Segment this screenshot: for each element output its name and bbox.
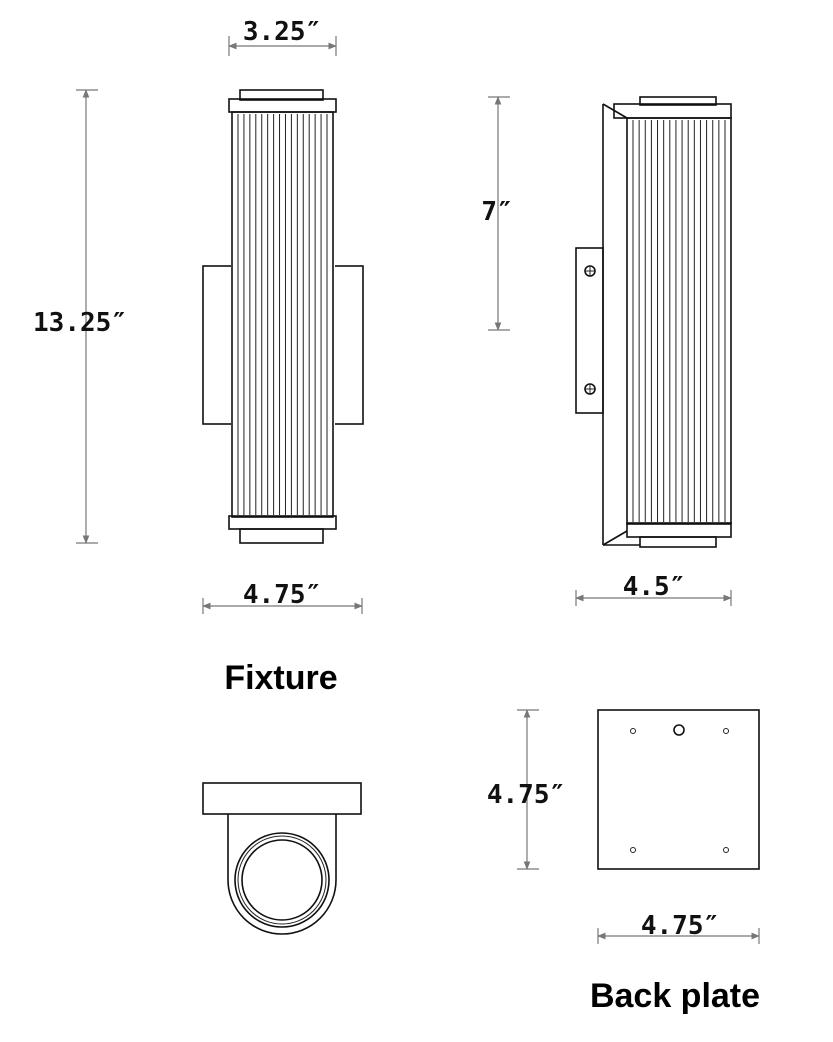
dim-label-side-height: 7″ <box>481 197 512 227</box>
front-view: 3.25″ 13.25″ 4.75″ Fixture <box>33 17 364 697</box>
mount-hole-icon <box>723 728 729 734</box>
dim-label-top-width: 3.25″ <box>243 17 321 47</box>
dim-backplate-width: 4.75″ <box>597 911 760 944</box>
top-ring-inner <box>241 839 323 921</box>
top-view <box>202 782 362 935</box>
screw-head-icon <box>584 265 596 277</box>
mount-hole-icon <box>673 724 685 736</box>
glass-rods <box>237 114 328 515</box>
dim-label-backplate-height: 4.75″ <box>487 780 565 810</box>
mount-hole-icon <box>630 847 636 853</box>
dim-backplate-height: 4.75″ <box>487 709 565 870</box>
dim-label-base-width: 4.75″ <box>243 580 321 610</box>
dim-label-fixture-height: 13.25″ <box>33 308 127 338</box>
dim-label-side-depth: 4.5″ <box>623 572 686 602</box>
caption-fixture: Fixture <box>224 659 337 697</box>
back-plate-view: 4.75″ 4.75″ Back plate <box>487 709 760 1015</box>
dim-top-width: 3.25″ <box>228 17 337 56</box>
dim-base-width: 4.75″ <box>202 580 363 614</box>
side-view: 7″ <box>481 96 732 606</box>
glass-rods-side <box>632 120 726 522</box>
mount-hole-icon <box>630 728 636 734</box>
dim-label-backplate-width: 4.75″ <box>641 911 719 941</box>
caption-back-plate: Back plate <box>590 977 760 1015</box>
fixture-body <box>228 89 337 544</box>
side-bracket <box>575 247 604 414</box>
top-backplate <box>202 782 362 815</box>
mount-hole-icon <box>723 847 729 853</box>
top-ring-outer <box>234 832 330 928</box>
dim-side-height: 7″ <box>481 96 513 331</box>
dim-side-depth: 4.5″ <box>575 572 732 606</box>
side-arm <box>602 96 732 548</box>
top-arm <box>227 814 337 935</box>
dim-fixture-height: 13.25″ <box>33 89 127 544</box>
back-plate <box>597 709 760 870</box>
screw-head-icon <box>584 383 596 395</box>
